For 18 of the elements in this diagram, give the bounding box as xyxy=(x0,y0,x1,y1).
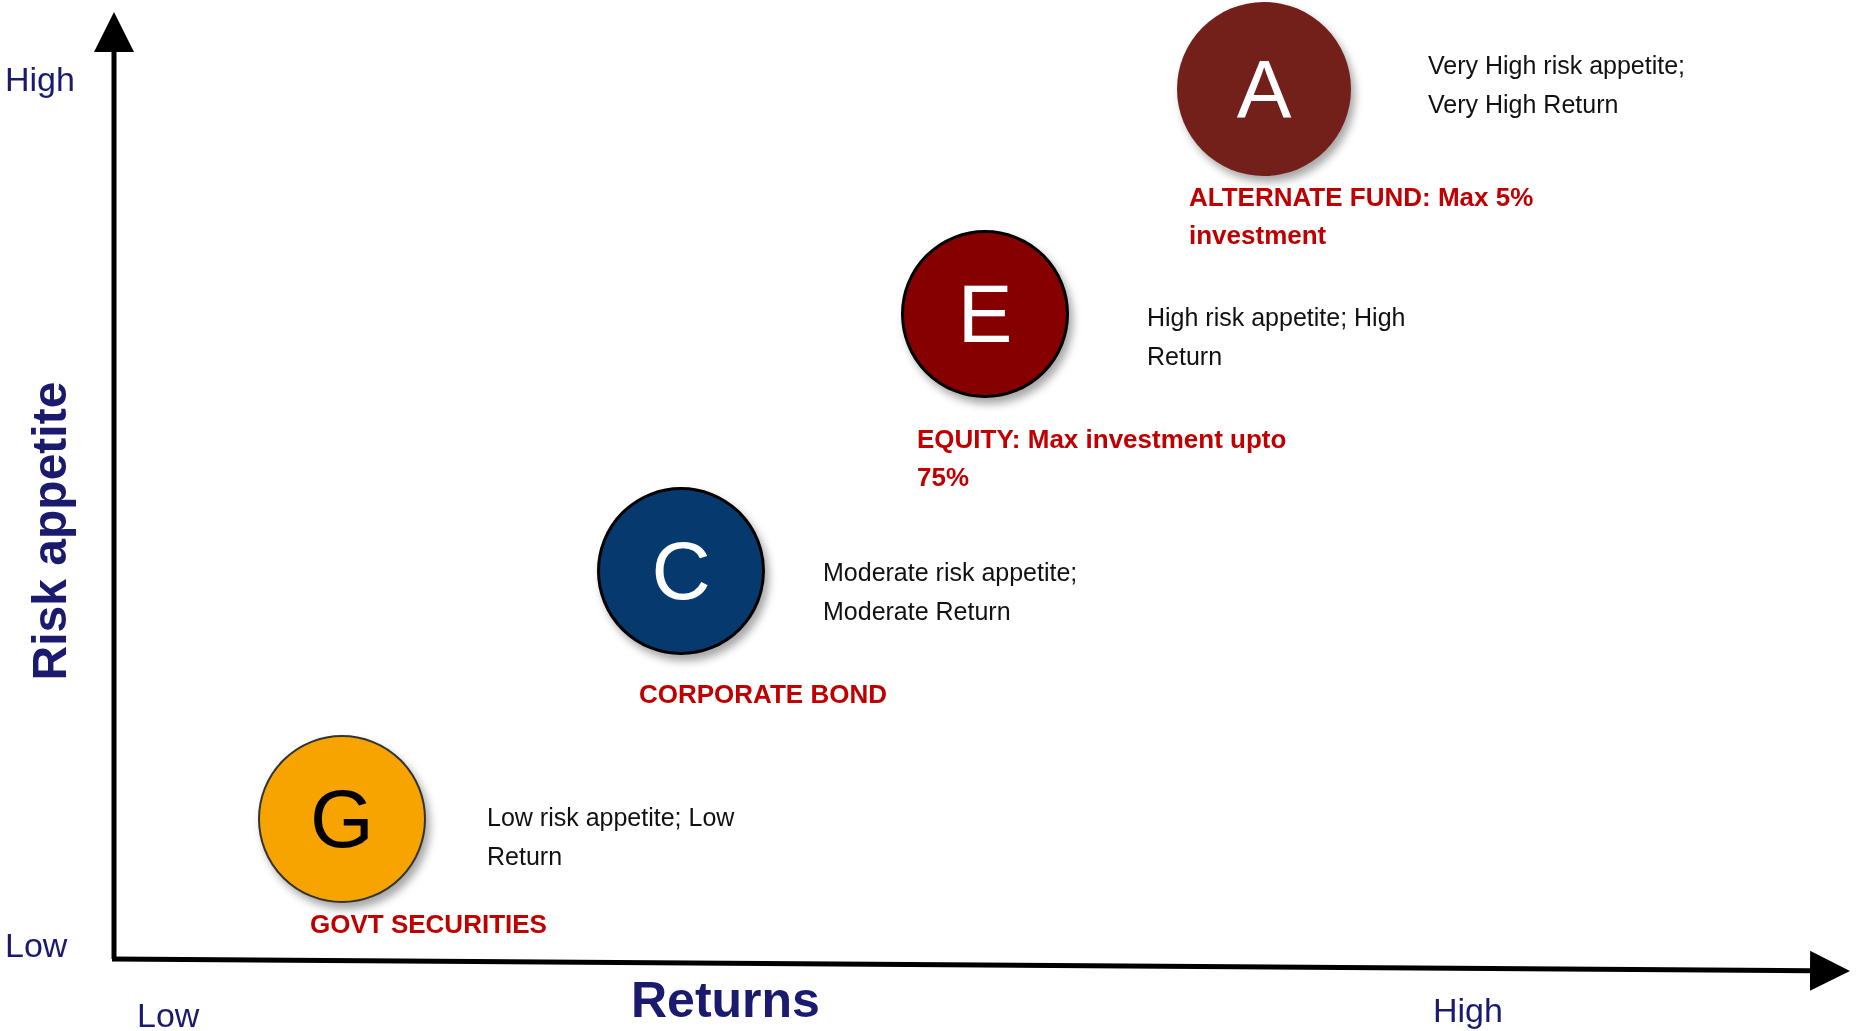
asset-class-label: EQUITY: Max investment upto 75% xyxy=(917,423,1288,494)
description-text: Moderate risk appetite; Moderate Return xyxy=(823,557,1079,627)
circle-letter: E xyxy=(957,273,1013,355)
axis-title: Returns xyxy=(631,975,820,1025)
description-text: Very High risk appetite; Very High Return xyxy=(1428,50,1687,120)
axis-tick-label: High xyxy=(1433,993,1503,1027)
axis-title: Risk appetite xyxy=(26,381,74,681)
axis-tick-label: Low xyxy=(137,998,200,1031)
circle-letter: G xyxy=(310,778,374,860)
asset-class-label: ALTERNATE FUND: Max 5% investment xyxy=(1189,181,1535,252)
asset-class-label: CORPORATE BOND xyxy=(639,678,888,711)
circle-letter: A xyxy=(1236,48,1292,130)
description-text: Low risk appetite; Low Return xyxy=(487,802,736,872)
axis-tick-label: High xyxy=(5,62,75,96)
description-text: High risk appetite; High Return xyxy=(1147,302,1407,372)
axis-tick-label: Low xyxy=(5,928,68,962)
circle-letter: C xyxy=(651,530,711,612)
asset-class-label: GOVT SECURITIES xyxy=(310,908,548,941)
